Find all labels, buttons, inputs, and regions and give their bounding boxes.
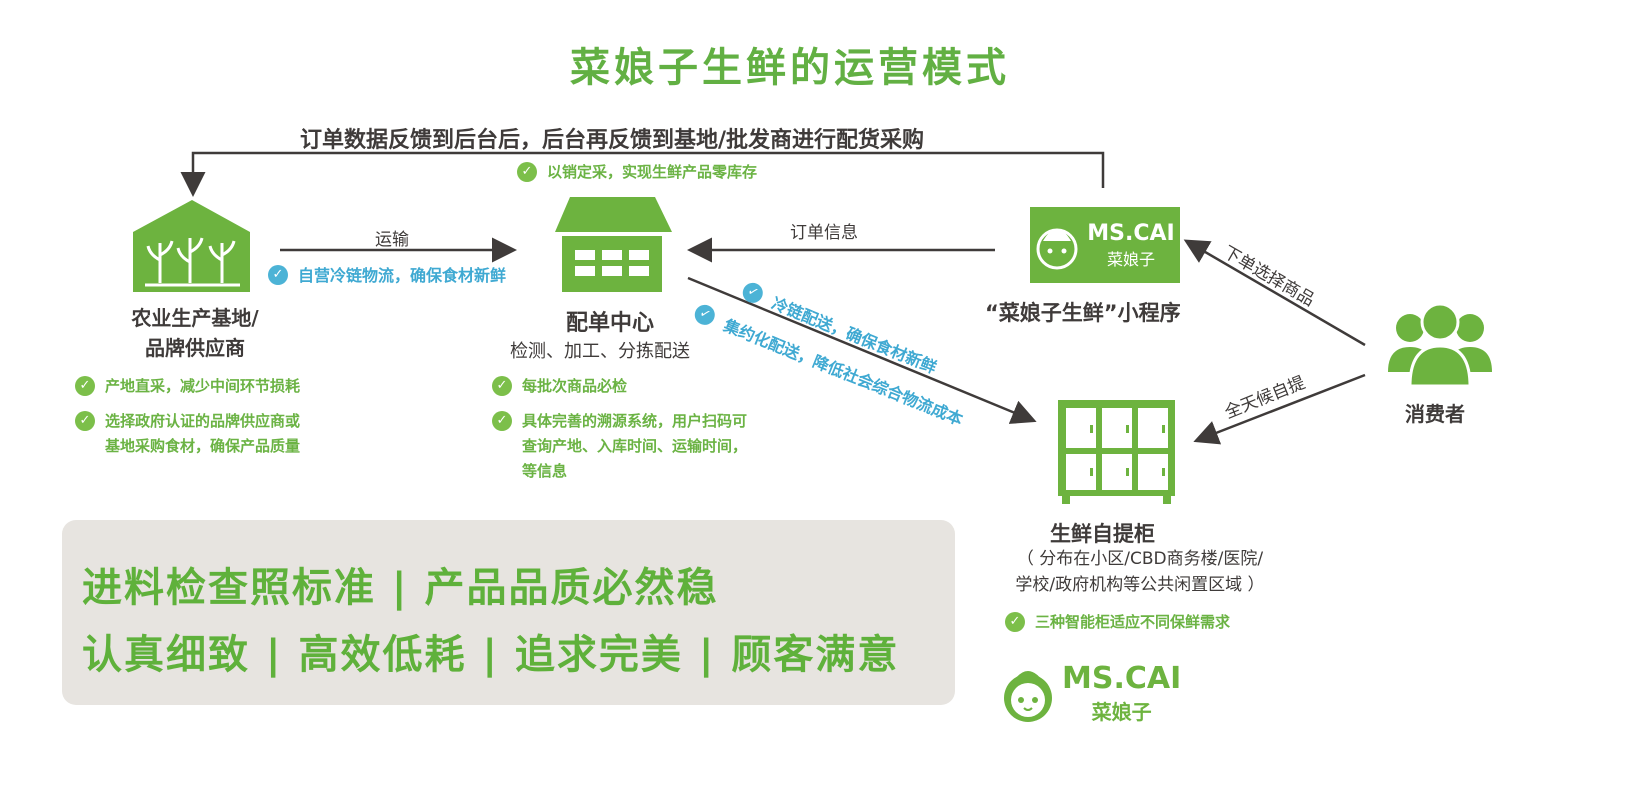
feedback-arrow bbox=[180, 151, 1105, 197]
center-checks: ✓每批次商品必检 ✓具体完善的溯源系统，用户扫码可查询产地、入库时间、运输时间，… bbox=[492, 374, 747, 484]
consumer-icon bbox=[1388, 302, 1492, 388]
check-icon: ✓ bbox=[268, 265, 288, 285]
order-arrow bbox=[1183, 239, 1366, 347]
check-icon: ✓ bbox=[492, 376, 512, 396]
greenhouse-icon bbox=[133, 200, 250, 292]
page-title: 菜娘子生鲜的运营模式 bbox=[570, 45, 1010, 91]
check-icon: ✓ bbox=[75, 411, 95, 431]
order-info-label: 订单信息 bbox=[790, 223, 858, 243]
center-sub: 检测、加工、分拣配送 bbox=[510, 341, 690, 362]
slogan-1: 进料检查照标准 | 产品品质必然稳 bbox=[82, 565, 719, 611]
mascot-icon bbox=[1036, 228, 1078, 270]
check-icon: ✓ bbox=[1005, 612, 1025, 632]
slogan-2: 认真细致 | 高效低耗 | 追求完美 | 顾客满意 bbox=[82, 632, 900, 678]
center-name: 配单中心 bbox=[566, 311, 655, 336]
transport-check: ✓自营冷链物流，确保食材新鲜 bbox=[268, 263, 506, 288]
base-checks: ✓产地直采，减少中间环节损耗 ✓选择政府认证的品牌供应商或基地采购食材，确保产品… bbox=[75, 374, 300, 459]
mascot-icon bbox=[1004, 671, 1052, 722]
locker-desc: （ 分布在小区/CBD商务楼/医院/学校/政府机构等公共闲置区域 ） bbox=[1015, 549, 1265, 595]
consumer-label: 消费者 bbox=[1405, 402, 1465, 426]
check-icon: ✓ bbox=[492, 411, 512, 431]
check-icon: ✓ bbox=[75, 376, 95, 396]
locker-name: 生鲜自提柜 bbox=[1050, 522, 1155, 546]
distribution-center-icon bbox=[555, 197, 672, 292]
feedback-label: 订单数据反馈到后台后，后台再反馈到基地/批发商进行配货采购 bbox=[300, 128, 925, 153]
check-icon: ✓ bbox=[517, 162, 537, 182]
base-label: 农业生产基地/品牌供应商 bbox=[131, 306, 259, 360]
app-label: “菜娘子生鲜”小程序 bbox=[985, 301, 1181, 325]
pickup-arrow bbox=[1193, 373, 1366, 445]
transport-label: 运输 bbox=[375, 230, 409, 250]
delivery-arrow bbox=[687, 276, 1037, 424]
slogan-box bbox=[62, 520, 955, 705]
locker-icon bbox=[1058, 400, 1175, 504]
feedback-check: ✓以销定采，实现生鲜产品零库存 bbox=[517, 160, 757, 185]
locker-check: ✓三种智能柜适应不同保鲜需求 bbox=[1005, 610, 1230, 635]
